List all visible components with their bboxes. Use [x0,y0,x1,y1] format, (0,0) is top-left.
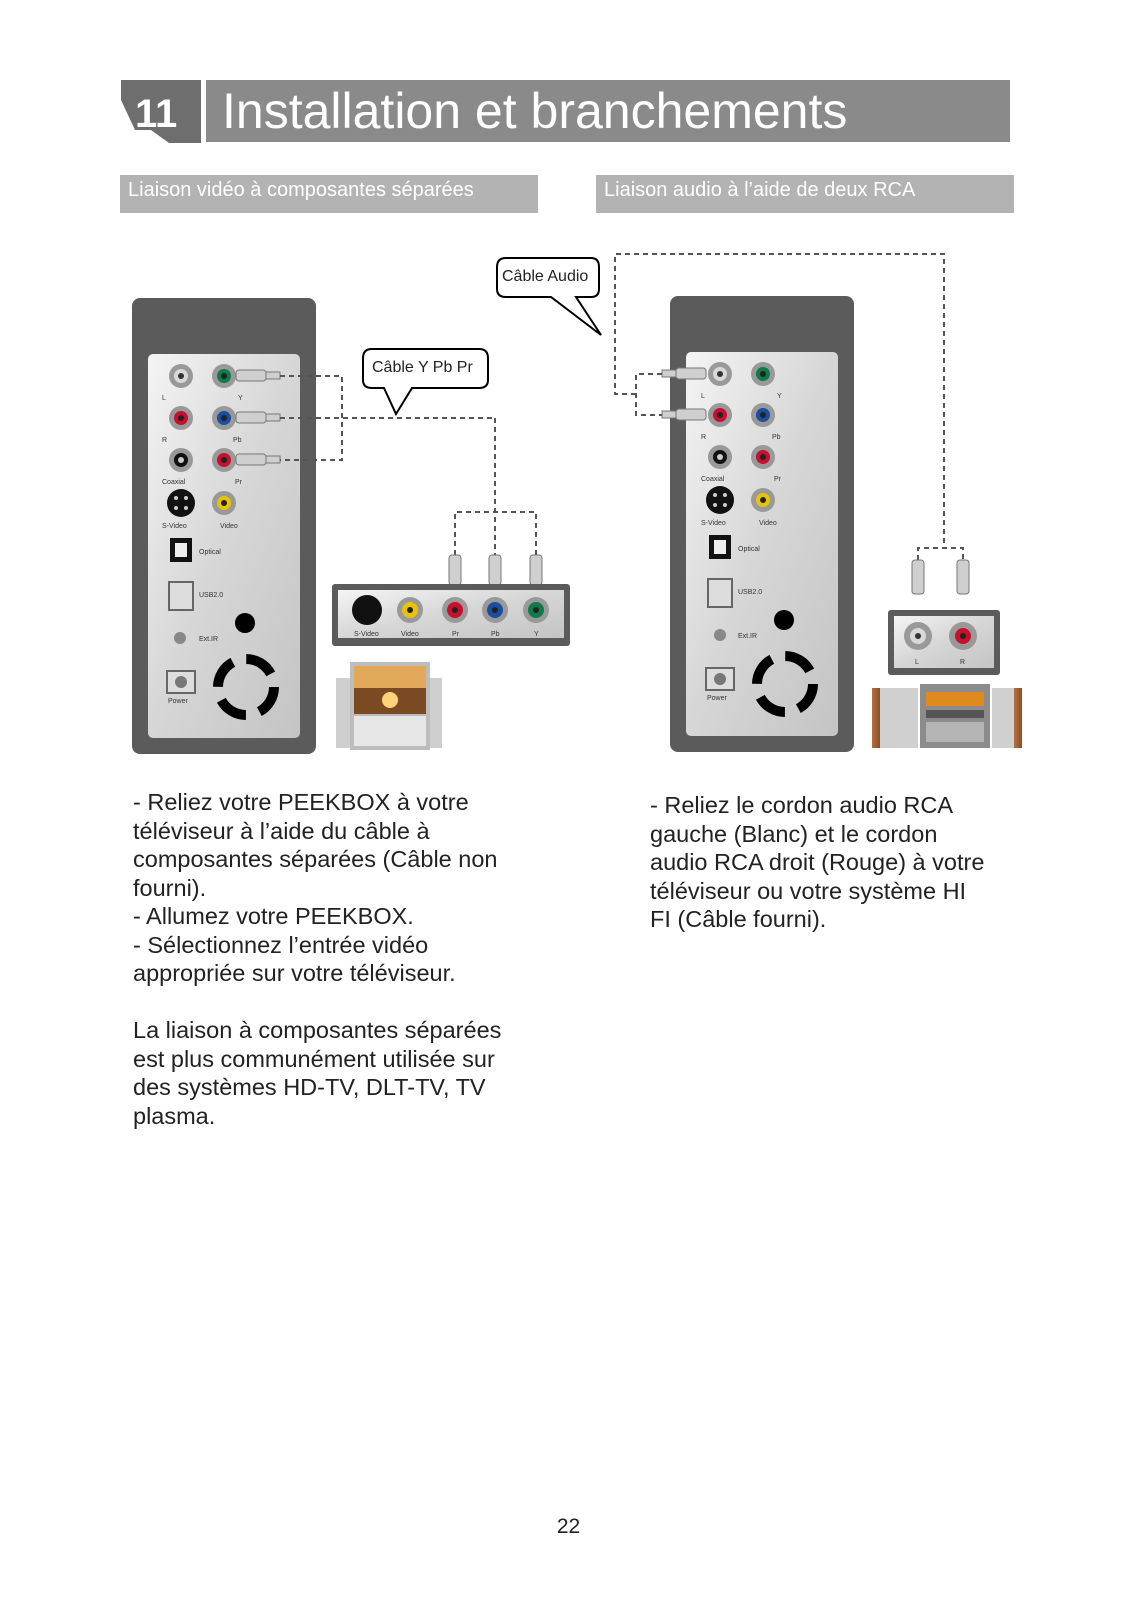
jack-video-yellow [212,491,236,515]
jack-y-green [212,364,236,388]
svg-text:Power: Power [707,695,728,702]
jack-l-white [169,364,193,388]
text-line: - Allumez votre PEEKBOX. [133,903,414,929]
text-line: téléviseur à l’aide du câble à [133,817,430,844]
audio-cable-label: Câble Audio [502,268,589,285]
svg-text:Ext.IR: Ext.IR [199,636,218,643]
svg-text:S-Video: S-Video [701,520,726,527]
audio-cable [614,253,964,560]
text-line: téléviseur ou votre système HI [650,877,967,904]
text-line: La liaison à composantes séparées [133,1017,502,1043]
connection-diagram: L Y R Pb Coaxial Pr S-Video Video Optica… [132,253,1022,754]
svg-text:Video: Video [220,523,238,530]
peekbox-rear-panel-left: L Y R Pb Coaxial Pr S-Video Video Optica… [132,298,316,754]
svg-text:Video: Video [759,520,777,527]
title-bar [206,80,1010,142]
text-line: - Reliez le cordon audio RCA [650,792,954,818]
ir-sensor [235,613,255,633]
svg-text:Optical: Optical [738,546,760,553]
svg-text:USB2.0: USB2.0 [738,589,762,596]
jack-pb-blue [212,406,236,430]
left-instructions: - Reliez votre PEEKBOX à votre téléviseu… [133,788,573,988]
svg-text:USB2.0: USB2.0 [199,592,223,599]
text-line: FI (Câble fourni). [650,906,827,932]
audio-cable-callout: Câble Audio [496,257,602,337]
peekbox-logo-icon [213,654,279,720]
svg-text:Ext.IR: Ext.IR [738,633,757,640]
svg-text:Optical: Optical [199,549,221,556]
text-line: audio RCA droit (Rouge) à votre [650,849,985,875]
right-instructions: - Reliez le cordon audio RCA gauche (Bla… [650,791,1090,934]
hifi-input-panel: L R [888,610,1000,675]
svg-text:Pb: Pb [772,434,781,441]
text-line: appropriée sur votre téléviseur. [133,960,456,986]
text-line: composantes séparées (Câble non [133,846,498,872]
svg-text:Y: Y [238,395,243,402]
svg-text:R: R [162,437,167,444]
television-icon [336,662,442,750]
section-heading-video: Liaison vidéo à composantes séparées [120,175,538,213]
ypbpr-cable-callout: Câble Y Pb Pr [362,348,490,418]
jack-r-red [169,406,193,430]
rca-plugs-tv [448,554,543,586]
text-line: plasma. [133,1102,216,1129]
rca-plugs-right [661,367,707,421]
svg-text:Power: Power [168,698,189,705]
svg-text:L: L [162,395,166,402]
section-heading-audio: Liaison audio à l’aide de deux RCA [596,175,1014,213]
svg-text:Pr: Pr [235,479,243,486]
svg-text:Y: Y [777,393,782,400]
page-title: Installation et branchements [222,83,848,139]
peekbox-rear-panel-right: L Y R Pb Coaxial Pr S-Video Video Optica… [670,296,854,752]
svg-text:R: R [701,434,706,441]
svg-text:Y: Y [534,631,539,638]
text-line: - Reliez votre PEEKBOX à votre [133,789,469,815]
svg-text:R: R [960,659,965,666]
svg-text:Pb: Pb [233,437,242,444]
svg-text:L: L [915,659,919,666]
text-line: fourni). [133,874,207,901]
left-note: La liaison à composantes séparées est pl… [133,1016,573,1130]
text-line: - Sélectionnez l’entrée vidéo [133,931,429,958]
text-line: des systèmes HD-TV, DLT-TV, TV [133,1074,486,1100]
chapter-number-icon: 11 [121,80,201,143]
jack-svideo [167,489,195,517]
ypbpr-cable [280,375,537,555]
ext-ir-port [174,632,186,644]
svg-text:Pr: Pr [452,631,460,638]
jack-pr-red [212,448,236,472]
svg-text:Pr: Pr [774,476,782,483]
text-line: est plus communément utilisée sur [133,1045,495,1072]
text-line: gauche (Blanc) et le cordon [650,820,938,847]
svg-text:L: L [701,393,705,400]
tv-input-panel: S-Video Video Pr Pb Y [332,584,570,646]
svg-text:S-Video: S-Video [162,523,187,530]
svg-text:Coaxial: Coaxial [162,479,186,486]
jack-coaxial [169,448,193,472]
rca-plugs-hifi [911,559,970,595]
hifi-system-icon [872,684,1022,748]
svg-text:Coaxial: Coaxial [701,476,725,483]
usb-port [168,581,194,611]
svg-text:Video: Video [401,631,419,638]
svg-text:Pb: Pb [491,631,500,638]
svg-text:S-Video: S-Video [354,631,379,638]
page-number: 22 [556,1515,581,1538]
chapter-number: 11 [135,92,177,136]
ypbpr-cable-label: Câble Y Pb Pr [372,359,473,376]
